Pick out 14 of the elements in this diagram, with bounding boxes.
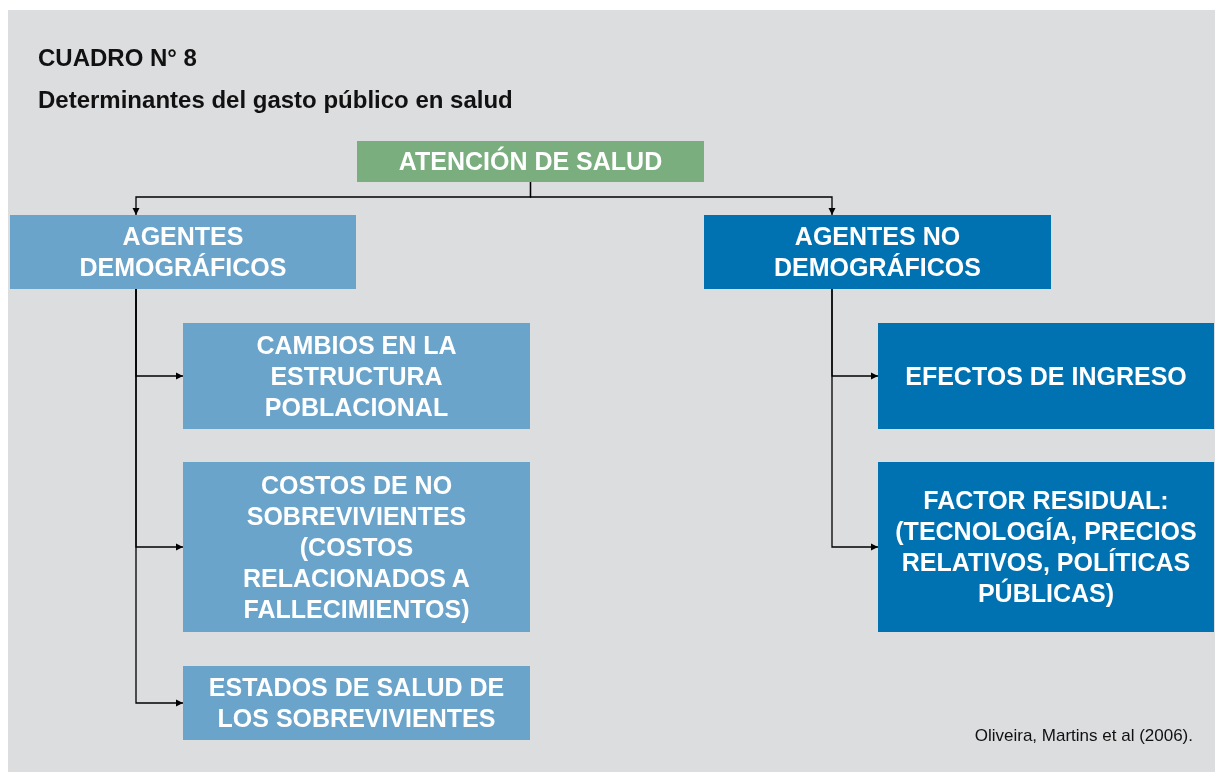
subtitle: Determinantes del gasto público en salud <box>38 86 513 114</box>
source-note: Oliveira, Martins et al (2006). <box>974 726 1193 746</box>
category-box: FACTOR RESIDUAL: (TECNOLOGÍA, PRECIOS RELATIVOS, POLÍTICAS PÚBLICAS) <box>878 462 1214 632</box>
category-box: EFECTOS DE INGRESO <box>878 323 1214 429</box>
arrow <box>135 288 184 707</box>
arrow <box>831 288 879 551</box>
arrow <box>529 181 836 216</box>
category-box: ATENCIÓN DE SALUD <box>357 141 704 182</box>
category-box: AGENTES NO DEMOGRÁFICOS <box>704 215 1051 289</box>
category-box: AGENTES DEMOGRÁFICOS <box>10 215 356 289</box>
category-box: CAMBIOS EN LA ESTRUCTURA POBLACIONAL <box>183 323 530 429</box>
title: CUADRO N° 8 <box>38 44 197 72</box>
category-box: ESTADOS DE SALUD DE LOS SOBREVIVIENTES <box>183 666 530 740</box>
category-box: COSTOS DE NO SOBREVIVIENTES (COSTOS RELACIONADOS A FALLECIMIENTOS) <box>183 462 530 632</box>
